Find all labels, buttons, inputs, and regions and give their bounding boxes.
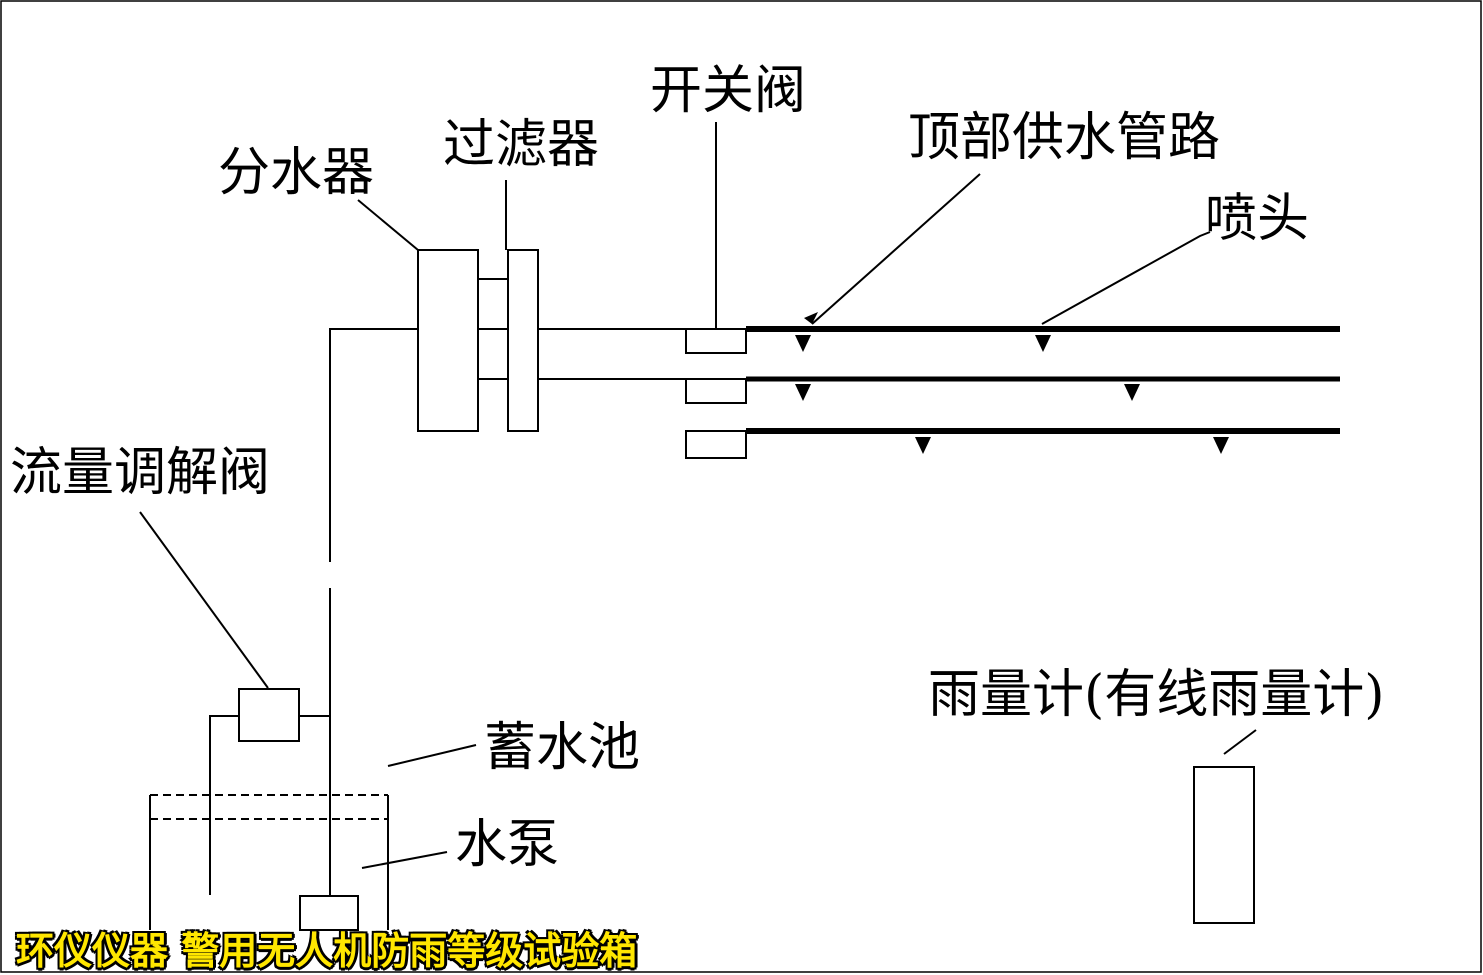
label-filter: 过滤器 xyxy=(443,115,599,175)
flow-valve-block xyxy=(238,688,300,742)
leader-rain-gauge xyxy=(1223,729,1257,755)
distributor-block xyxy=(417,249,479,432)
switch-valve-1 xyxy=(685,328,747,354)
pump-block xyxy=(299,895,359,931)
watermark-caption: 环仪仪器 警用无人机防雨等级试验箱 xyxy=(16,929,638,973)
switch-valve-2 xyxy=(685,378,747,404)
leader-flow-valve xyxy=(139,511,269,689)
nozzle xyxy=(795,384,811,401)
leader-distributor xyxy=(357,199,419,251)
nozzle xyxy=(1124,384,1140,401)
nozzle xyxy=(795,335,811,352)
label-nozzle: 喷头 xyxy=(1205,189,1309,249)
bypass-pipe xyxy=(209,715,239,895)
nozzle xyxy=(915,437,931,454)
label-reservoir: 蓄水池 xyxy=(484,718,640,778)
leader-top-pipe xyxy=(811,173,981,325)
supply-pipe-upper xyxy=(329,328,418,562)
label-switch-valve: 开关阀 xyxy=(650,61,806,121)
arrowhead-top-pipe xyxy=(804,312,818,324)
rain-gauge-block xyxy=(1193,766,1255,924)
filter-block xyxy=(507,249,539,432)
label-top-pipe: 顶部供水管路 xyxy=(908,108,1220,168)
label-pump: 水泵 xyxy=(455,815,559,875)
label-distributor: 分水器 xyxy=(218,143,374,203)
leader-nozzle xyxy=(1041,231,1211,325)
label-flow-valve: 流量调解阀 xyxy=(10,443,270,503)
nozzle xyxy=(1213,437,1229,454)
nozzle xyxy=(1035,335,1051,352)
leader-pump xyxy=(361,851,448,869)
switch-valve-3 xyxy=(685,430,747,459)
leader-reservoir xyxy=(387,744,477,767)
label-rain-gauge: 雨量计(有线雨量计) xyxy=(928,665,1385,725)
